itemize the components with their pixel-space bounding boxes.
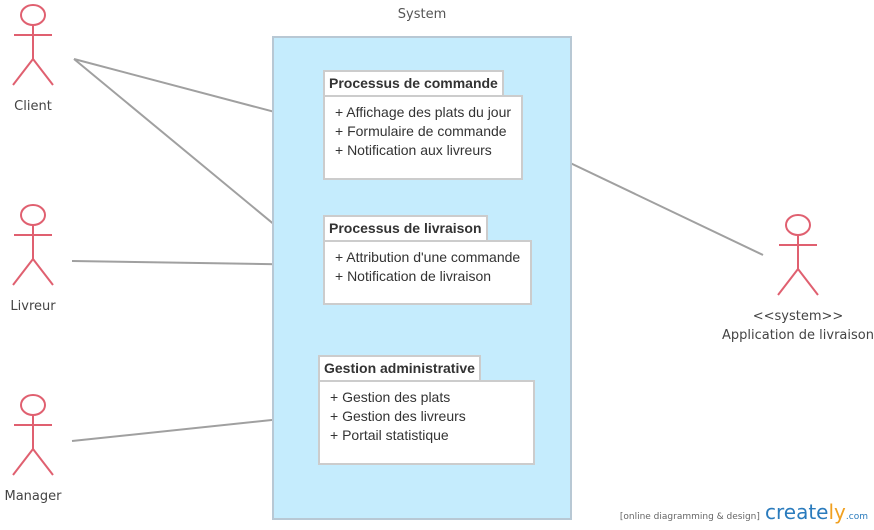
package-commande-title: Processus de commande [323,70,504,97]
actor-client-figure [12,4,54,86]
watermark-brand-a: create [765,500,829,524]
watermark-brand: creately [765,500,846,524]
package-admin-title: Gestion administrative [318,355,481,382]
actor-livreur-figure [12,204,54,286]
package-admin-item: + Gestion des livreurs [330,408,466,424]
actor-app-figure [777,214,819,296]
watermark-domain: .com [845,512,868,522]
package-livraison-title: Processus de livraison [323,215,488,242]
package-commande-body: + Affichage des plats du jour + Formulai… [323,95,523,180]
package-admin-item: + Gestion des plats [330,389,451,405]
package-commande-item: + Formulaire de commande [335,123,507,139]
package-livraison-body: + Attribution d'une commande + Notificat… [323,240,532,305]
watermark-tagline: [online diagramming & design] [619,512,760,522]
actor-manager-figure [12,394,54,476]
package-admin-item: + Portail statistique [330,427,449,443]
actor-manager-label: Manager [4,489,62,504]
system-label: System [397,7,447,22]
watermark-brand-b: ly [828,500,846,524]
actor-livreur-label: Livreur [10,299,56,314]
package-admin-body: + Gestion des plats + Gestion des livreu… [318,380,535,465]
actor-app-label: Application de livraison [722,328,874,343]
package-commande-item: + Notification aux livreurs [335,142,492,158]
actor-client-label: Client [14,99,52,114]
actor-app-stereotype: <<system>> [752,309,844,324]
creately-watermark: [online diagramming & design] creately.c… [620,500,868,524]
package-livraison-item: + Notification de livraison [335,268,492,284]
package-livraison-item: + Attribution d'une commande [335,249,520,265]
package-commande-item: + Affichage des plats du jour [335,104,512,120]
